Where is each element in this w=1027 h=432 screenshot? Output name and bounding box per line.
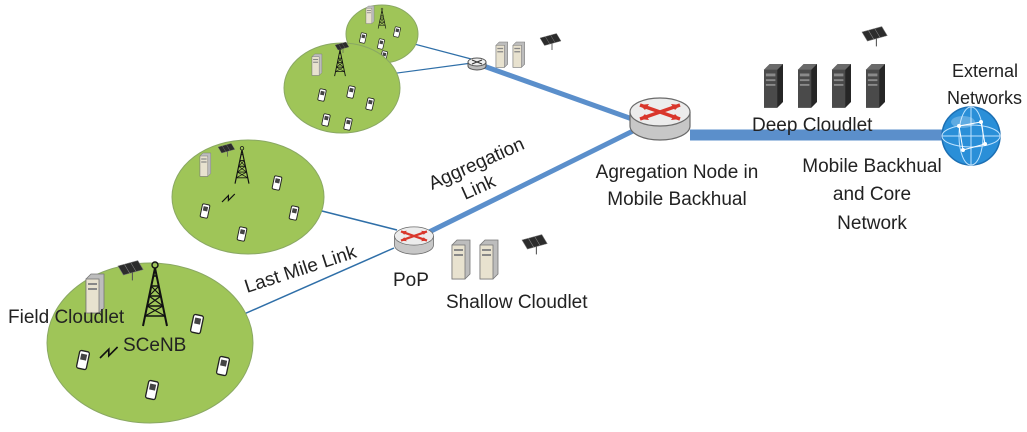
external-networks-label: External [952, 61, 1018, 81]
server-icon [365, 5, 375, 24]
server-icon [495, 41, 509, 68]
server-icon [479, 239, 499, 280]
server-icon [199, 152, 212, 177]
router-icon [393, 225, 435, 256]
router-icon [628, 96, 692, 142]
last-mile-link-middle [317, 209, 398, 231]
server-icon [311, 53, 323, 76]
backhaul-label-2: and Core [833, 184, 911, 205]
server-icon [451, 239, 471, 280]
deep-cloudlet-label: Deep Cloudlet [752, 115, 873, 136]
external-networks-label-2: Networks [947, 88, 1022, 108]
server-icon [866, 64, 885, 108]
server-icon [764, 64, 783, 108]
shallow-cloudlet-label: Shallow Cloudlet [446, 292, 588, 313]
backhaul-label-3: Network [837, 213, 907, 234]
upper-aggregation-link [477, 61, 636, 123]
small-cell-second [283, 41, 401, 134]
aggregation-node-label: Agregation Node in [596, 162, 759, 183]
scenb-label: SCeNB [123, 335, 186, 356]
last-mile-link-lower [234, 247, 395, 319]
solar-panel-icon [539, 33, 562, 51]
globe-icon [941, 106, 1001, 166]
aggregation-node-label-2: Mobile Backhual [607, 189, 746, 210]
solar-panel-icon [521, 234, 548, 255]
backhaul-label: Mobile Backhual [802, 156, 941, 177]
field-cell [46, 260, 254, 424]
pop-label: PoP [393, 270, 429, 291]
router-icon [467, 57, 487, 71]
field-cloudlet-label: Field Cloudlet [8, 307, 125, 328]
server-icon [832, 64, 851, 108]
aggregation-link [423, 127, 637, 237]
server-icon [798, 64, 817, 108]
server-icon [512, 41, 526, 68]
small-cell-middle [171, 139, 325, 255]
solar-panel-icon [861, 26, 888, 47]
